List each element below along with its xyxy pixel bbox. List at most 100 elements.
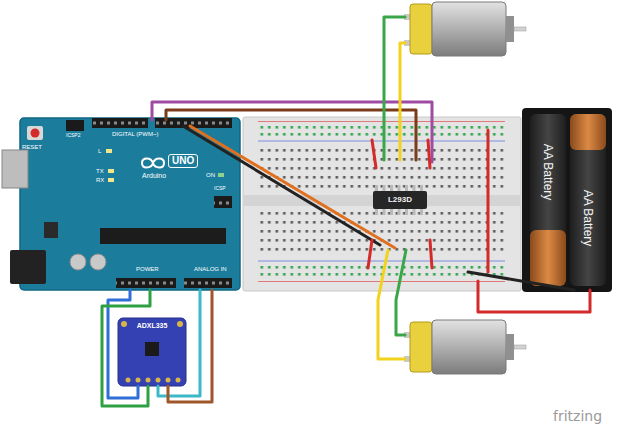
breakout-pin: [166, 378, 171, 383]
header-label: ANALOG IN: [194, 266, 227, 272]
led: [106, 149, 112, 153]
motor-shaft: [514, 27, 526, 31]
aa-battery: AA Battery: [570, 150, 606, 286]
chip-leg: [405, 208, 408, 215]
breakout-pin: [126, 378, 131, 383]
analog-header-pins: [184, 278, 232, 288]
wire-connector: [158, 290, 200, 396]
capacitor: [70, 254, 86, 270]
power-jack: [10, 250, 46, 284]
reset-button: [31, 129, 40, 138]
mounting-hole: [121, 321, 127, 327]
header-label: POWER: [136, 266, 159, 272]
aa-battery: AA Battery: [530, 114, 566, 230]
power-header: [116, 278, 176, 288]
led: [108, 169, 114, 173]
jumper-wire: [430, 240, 432, 268]
icsp-header: [214, 196, 232, 208]
dc-motor: [432, 320, 506, 374]
mounting-hole: [177, 321, 183, 327]
breakout-pin: [136, 378, 141, 383]
board-model: UNO: [168, 154, 198, 168]
led-label: L: [98, 148, 101, 154]
breakout-pin: [176, 378, 181, 383]
ic-chip: L293D: [373, 191, 427, 209]
power-rail: [258, 124, 506, 138]
silkscreen-label: ICSP2: [66, 133, 80, 138]
jumper-wire: [190, 126, 395, 248]
battery-wire: [478, 281, 590, 312]
motor-end-cap: [410, 322, 432, 372]
jumper-wire: [368, 240, 372, 268]
reset-button-base: [27, 126, 43, 140]
led: [108, 178, 114, 182]
arduino-pcb: [20, 118, 240, 290]
motor-wire: [400, 43, 405, 160]
rail-line-red: [258, 121, 505, 122]
wire-connector: [102, 290, 150, 406]
icsp-header-pins: [214, 196, 232, 208]
microcontroller-chip: [100, 228, 226, 244]
chip-leg: [383, 208, 386, 215]
breakout-pin: [156, 378, 161, 383]
power-header-pins: [116, 278, 176, 288]
silkscreen-label: ICSP: [214, 186, 226, 191]
led-label: TX: [96, 168, 104, 174]
silkscreen-label: RESET: [22, 144, 42, 150]
chip-leg: [398, 208, 401, 215]
arduino-board: RESET ICSP2L TX RX UNOArduino ON ICSP DIGITAL (…: [20, 118, 240, 290]
icsp2-header: [66, 120, 84, 131]
header-label: DIGITAL (PWM~): [112, 131, 159, 137]
battery-copper-end: [570, 114, 606, 150]
digital-header-pins: [92, 118, 148, 128]
chip-leg: [413, 208, 416, 215]
part-label: ADXL335: [137, 322, 168, 329]
digital-header: [92, 118, 148, 128]
jumper-wire: [428, 140, 430, 168]
chip-leg: [420, 208, 423, 215]
breakout-pins: [126, 378, 181, 383]
dc-motor: [432, 2, 506, 56]
jumper-wire: [183, 126, 380, 245]
chip-leg: [390, 208, 393, 215]
aa-battery-body: [570, 114, 606, 286]
led-label: ON: [206, 172, 215, 178]
motor-end-cap: [410, 4, 432, 54]
analog-header: [184, 278, 232, 288]
led: [218, 173, 224, 177]
sensor-chip: [145, 342, 159, 356]
jumper-wire: [487, 130, 490, 272]
chip-leg: [375, 208, 378, 215]
battery-copper-end: [530, 230, 566, 286]
terminal-strip: [258, 146, 506, 191]
motor-shaft: [514, 345, 526, 349]
terminal-strip: [258, 209, 506, 254]
battery-wire: [468, 272, 574, 290]
usb-connector: [2, 150, 28, 188]
battery-label: AA Battery: [542, 144, 554, 201]
rail-line-blue: [258, 141, 505, 142]
accelerometer-pcb: [118, 318, 186, 386]
chip-label: L293D: [388, 196, 412, 204]
motor-bearing: [506, 334, 514, 360]
capacitor: [90, 254, 106, 270]
breadboard: [243, 117, 521, 291]
motor-bearing: [506, 16, 514, 42]
accelerometer-board: ADXL335: [118, 318, 186, 386]
rail-line-blue: [258, 261, 505, 262]
led-label: RX: [96, 177, 104, 183]
aa-battery-body: [530, 114, 566, 286]
battery-label: AA Battery: [582, 190, 594, 247]
motor-wire: [396, 250, 406, 335]
breakout-pin: [146, 378, 151, 383]
wire-connector: [168, 290, 212, 402]
motor-wire: [378, 250, 405, 359]
battery-holder: [522, 108, 612, 292]
voltage-regulator: [44, 222, 58, 238]
board-brand: Arduino: [142, 172, 166, 179]
